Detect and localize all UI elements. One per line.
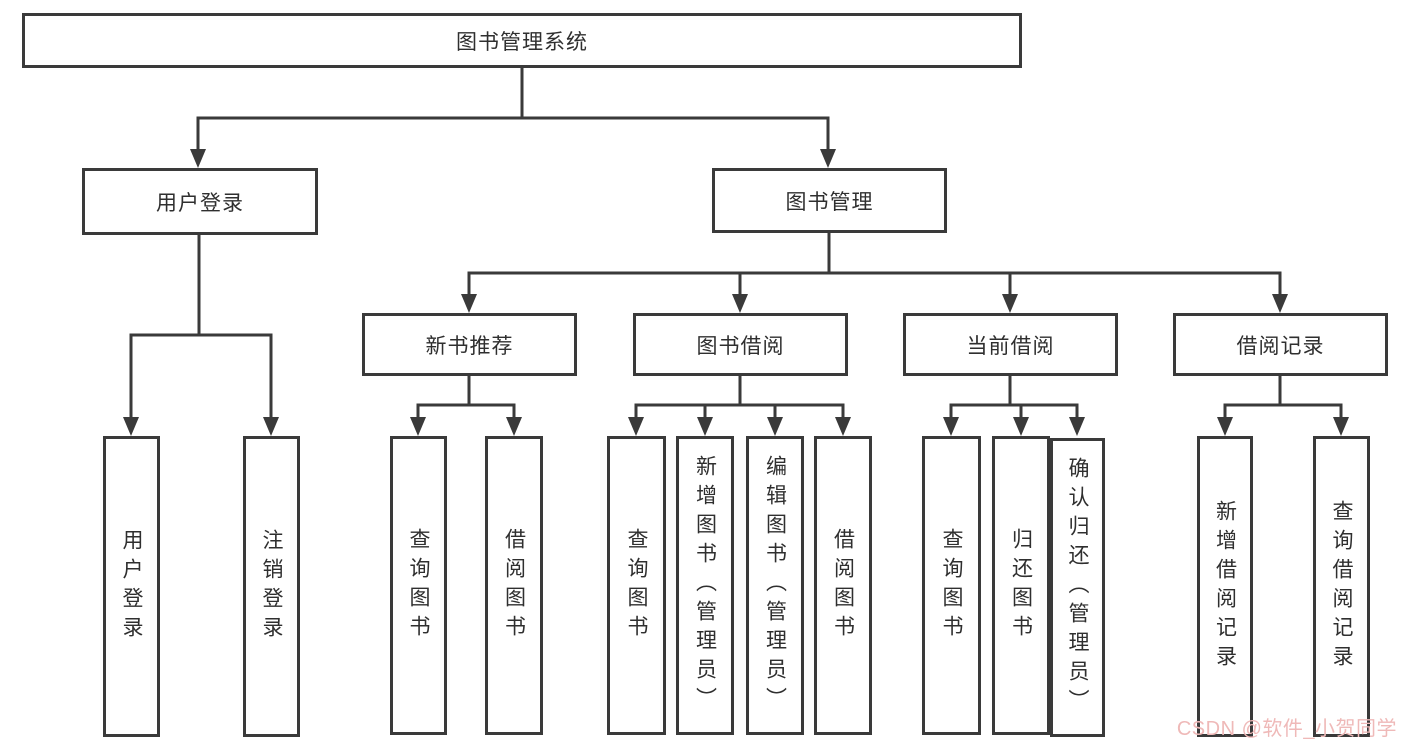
leaf-borrow-books-2: 借阅图书 bbox=[814, 436, 872, 735]
leaf-borrow-books-1: 借阅图书 bbox=[485, 436, 543, 735]
leaf-query-books-3: 查询图书 bbox=[922, 436, 981, 735]
node-book-management: 图书管理 bbox=[712, 168, 947, 233]
leaf-edit-book-admin: 编辑图书（管理员） bbox=[746, 436, 804, 735]
leaf-query-books-3-label: 查询图书 bbox=[940, 527, 963, 644]
leaf-user-login: 用户登录 bbox=[103, 436, 160, 737]
node-user-login: 用户登录 bbox=[82, 168, 318, 235]
node-new-book-recommend: 新书推荐 bbox=[362, 313, 577, 376]
node-borrow-records: 借阅记录 bbox=[1173, 313, 1388, 376]
node-current-borrow: 当前借阅 bbox=[903, 313, 1118, 376]
leaf-add-borrow-record-label: 新增借阅记录 bbox=[1213, 499, 1237, 674]
node-borrow-records-label: 借阅记录 bbox=[1236, 334, 1325, 358]
leaf-query-books-1: 查询图书 bbox=[390, 436, 447, 735]
leaf-query-books-1-label: 查询图书 bbox=[407, 527, 430, 644]
node-user-login-label: 用户登录 bbox=[156, 191, 244, 215]
leaf-return-books-label: 归还图书 bbox=[1009, 527, 1033, 644]
node-book-borrow-label: 图书借阅 bbox=[696, 334, 785, 358]
leaf-add-book-admin-label: 新增图书（管理员） bbox=[693, 455, 717, 716]
leaf-confirm-return-admin-label: 确认归还（管理员） bbox=[1066, 457, 1089, 718]
node-new-book-recommend-label: 新书推荐 bbox=[425, 334, 514, 358]
leaf-borrow-books-1-label: 借阅图书 bbox=[502, 527, 526, 644]
leaf-user-login-label: 用户登录 bbox=[120, 528, 143, 645]
leaf-logout-label: 注销登录 bbox=[260, 528, 283, 645]
node-book-borrow: 图书借阅 bbox=[633, 313, 848, 376]
leaf-logout: 注销登录 bbox=[243, 436, 300, 737]
node-current-borrow-label: 当前借阅 bbox=[966, 334, 1055, 358]
leaf-borrow-books-2-label: 借阅图书 bbox=[831, 527, 855, 644]
leaf-add-borrow-record: 新增借阅记录 bbox=[1197, 436, 1253, 737]
leaf-return-books: 归还图书 bbox=[992, 436, 1050, 735]
leaf-query-books-2: 查询图书 bbox=[607, 436, 666, 735]
leaf-edit-book-admin-label: 编辑图书（管理员） bbox=[763, 455, 787, 716]
watermark: CSDN @软件_小贺同学 bbox=[1176, 718, 1397, 740]
leaf-add-book-admin: 新增图书（管理员） bbox=[676, 436, 734, 735]
node-root: 图书管理系统 bbox=[22, 13, 1022, 68]
leaf-query-borrow-record-label: 查询借阅记录 bbox=[1330, 499, 1353, 674]
leaf-query-borrow-record: 查询借阅记录 bbox=[1313, 436, 1370, 737]
leaf-confirm-return-admin: 确认归还（管理员） bbox=[1050, 438, 1105, 737]
node-root-label: 图书管理系统 bbox=[456, 30, 588, 54]
node-book-management-label: 图书管理 bbox=[785, 190, 874, 214]
leaf-query-books-2-label: 查询图书 bbox=[625, 527, 648, 644]
